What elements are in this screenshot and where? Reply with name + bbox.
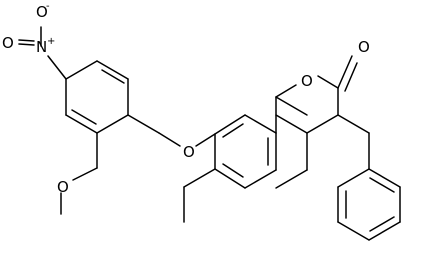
bond: [275, 114, 308, 134]
bond: [275, 169, 308, 189]
ethyl-group: [183, 168, 216, 223]
atom-label: N: [36, 38, 47, 56]
bond: [369, 177, 395, 193]
pyranone-ring: O: [275, 72, 339, 189]
bond: [96, 114, 129, 134]
bond: [101, 69, 125, 84]
bond: [71, 109, 97, 125]
bond: [65, 60, 98, 80]
atom-label: O: [57, 178, 69, 196]
bond: [65, 114, 98, 134]
atom-label: O: [358, 38, 370, 56]
bond: [244, 169, 277, 189]
charge-label: -: [46, 1, 50, 12]
bond: [337, 55, 353, 89]
nitro-group: N + O - O: [2, 1, 67, 80]
bond: [96, 60, 129, 80]
bond: [195, 133, 216, 147]
bond: [337, 114, 370, 134]
bond: [244, 114, 277, 134]
bond: [18, 39, 35, 42]
bond: [306, 114, 339, 134]
bond: [369, 216, 395, 232]
bond: [222, 123, 244, 138]
bond: [344, 62, 358, 92]
bond: [368, 221, 401, 241]
bond: [214, 114, 246, 135]
atom-label: O: [36, 3, 48, 21]
bond: [158, 132, 181, 147]
ether-linkage: O: [127, 114, 216, 161]
bond: [18, 43, 35, 46]
methoxy-group: O: [57, 132, 98, 215]
bond: [337, 221, 370, 241]
bond: [275, 84, 297, 98]
bond: [214, 168, 246, 189]
bond: [222, 163, 244, 178]
bond: [72, 167, 98, 181]
atom-label: O: [301, 72, 313, 90]
phenyl-ring: [337, 114, 401, 241]
bond: [47, 55, 67, 80]
nitrophenyl-ring: [65, 60, 129, 134]
bond: [183, 168, 216, 188]
benzo-ring: [214, 114, 277, 189]
bond: [368, 168, 401, 188]
atom-label: O: [183, 143, 195, 161]
charge-label: +: [47, 36, 55, 47]
carbonyl-group: O: [337, 38, 370, 92]
bond: [317, 75, 339, 89]
bond: [275, 96, 308, 116]
bond: [127, 114, 160, 134]
bond: [337, 168, 370, 188]
atom-label: O: [2, 34, 14, 52]
